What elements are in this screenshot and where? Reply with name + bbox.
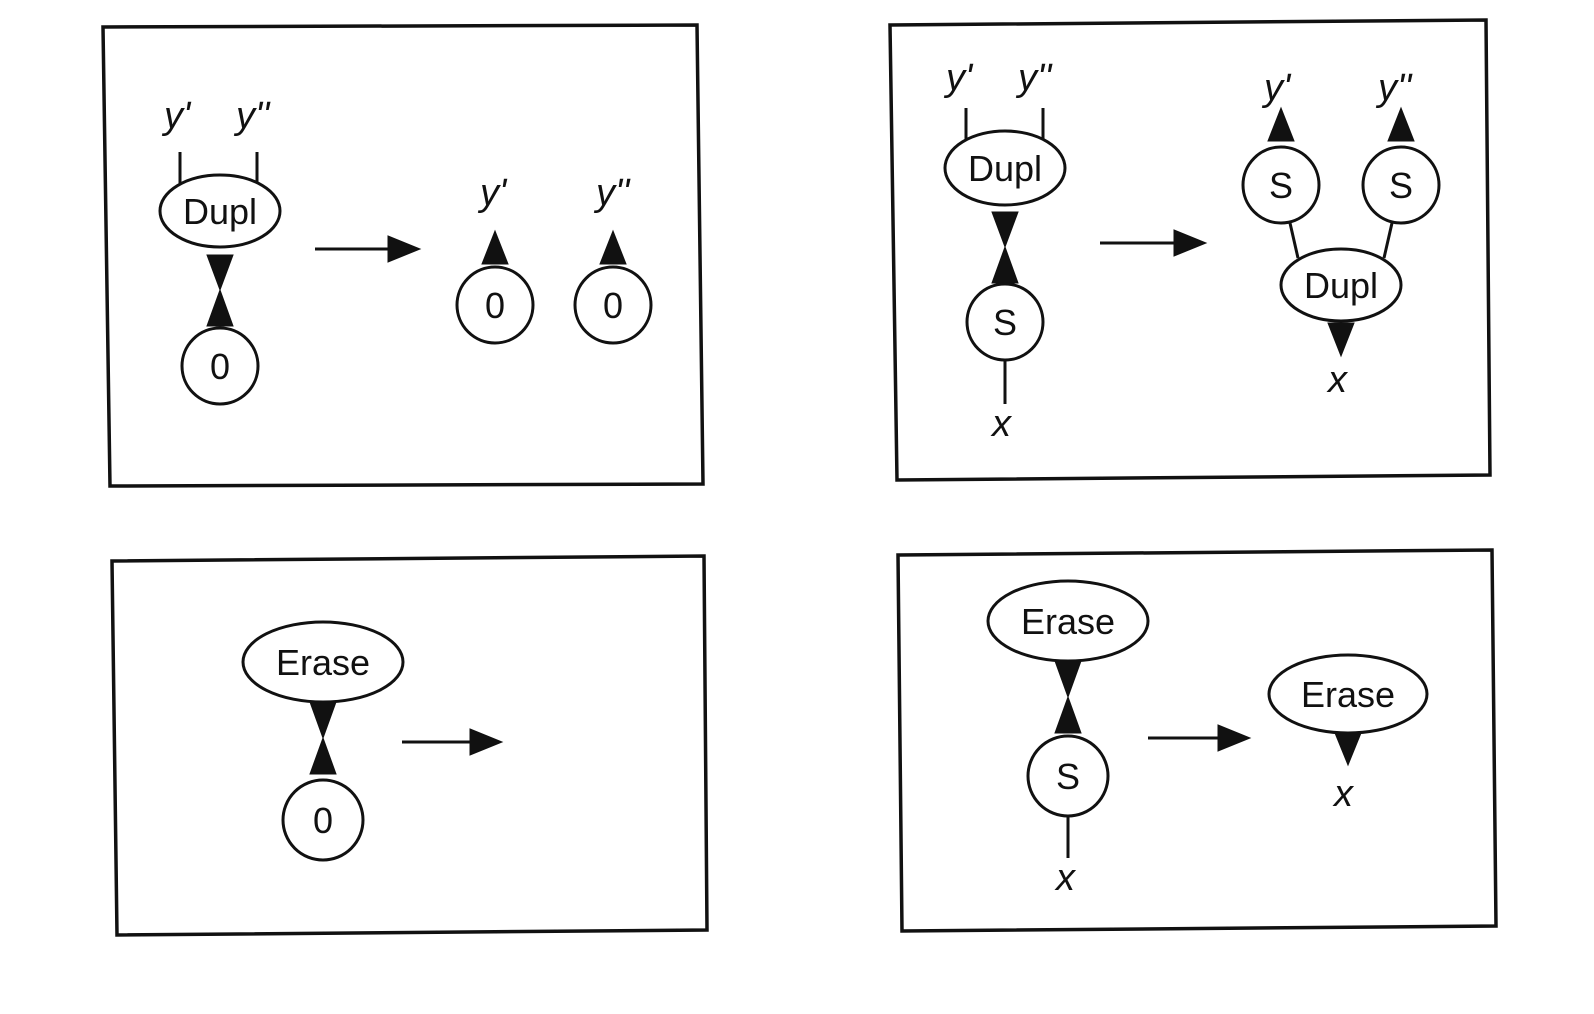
up-arrow [481,229,509,265]
principal-port-down-arrow [1054,660,1082,699]
panel-frame [888,18,1492,482]
rule-dupl-zero-panel: y' y'' Dupl 0 y' y'' 0 0 [101,23,705,488]
down-arrow [1327,322,1355,358]
var-x: x [1054,857,1077,899]
panel-frame [110,554,709,937]
dupl-node [943,129,1067,207]
var-x: x [1326,359,1349,401]
up-arrow [1387,106,1415,142]
zero-node [455,265,535,345]
down-arrow [1334,732,1362,767]
principal-port-up-arrow [309,736,337,775]
zero-node [573,265,653,345]
dupl-node-label: Dupl [183,191,257,232]
principal-port-down-arrow [991,211,1019,249]
var-y-prime: y' [1261,67,1292,109]
erase-node-label: Erase [276,642,370,683]
rule-erase-zero-panel: Erase 0 [110,554,709,937]
principal-port-up-arrow [206,288,234,327]
succ-node [1361,145,1441,225]
var-y-double-prime: y'' [593,172,631,214]
succ-node-label: S [1389,165,1413,206]
up-arrow [599,229,627,265]
up-arrow [1267,106,1295,142]
principal-port-up-arrow [991,245,1019,284]
rule-erase-succ-panel: Erase S x Erase x [896,548,1498,933]
principal-port-up-arrow [1054,695,1082,734]
var-y-prime: y' [943,57,974,99]
succ-node-label: S [1269,165,1293,206]
rule-dupl-succ-panel: y' y'' Dupl S x y' y'' S S Dupl x [888,18,1492,482]
zero-node [281,778,365,862]
var-y-double-prime: y'' [1015,57,1053,99]
var-y-double-prime: y'' [1375,67,1413,109]
principal-port-down-arrow [206,254,234,292]
succ-node [1241,145,1321,225]
succ-node-label: S [993,302,1017,343]
rewrite-arrowhead [1173,229,1208,257]
panel-frame [896,548,1498,933]
zero-node-label: 0 [603,285,623,326]
dupl-node-label: Dupl [1304,265,1378,306]
var-x: x [1332,773,1355,815]
var-y-prime: y' [477,172,508,214]
var-y-double-prime: y'' [233,95,271,137]
erase-node-label: Erase [1021,601,1115,642]
rewrite-arrowhead [387,235,422,263]
rewrite-arrowhead [469,728,504,756]
var-y-prime: y' [161,95,192,137]
zero-node-label: 0 [485,285,505,326]
var-x: x [990,403,1013,445]
zero-node-label: 0 [210,346,230,387]
dupl-node [1279,247,1403,323]
panel-frame [101,23,705,488]
dupl-node-label: Dupl [968,148,1042,189]
succ-node-label: S [1056,756,1080,797]
zero-node [180,326,260,406]
rewrite-arrowhead [1217,724,1252,752]
dupl-node [158,173,282,249]
zero-node-label: 0 [313,800,333,841]
principal-port-down-arrow [309,701,337,740]
connector-line [1382,222,1394,259]
erase-node-label: Erase [1301,674,1395,715]
connector-line [1288,222,1300,259]
